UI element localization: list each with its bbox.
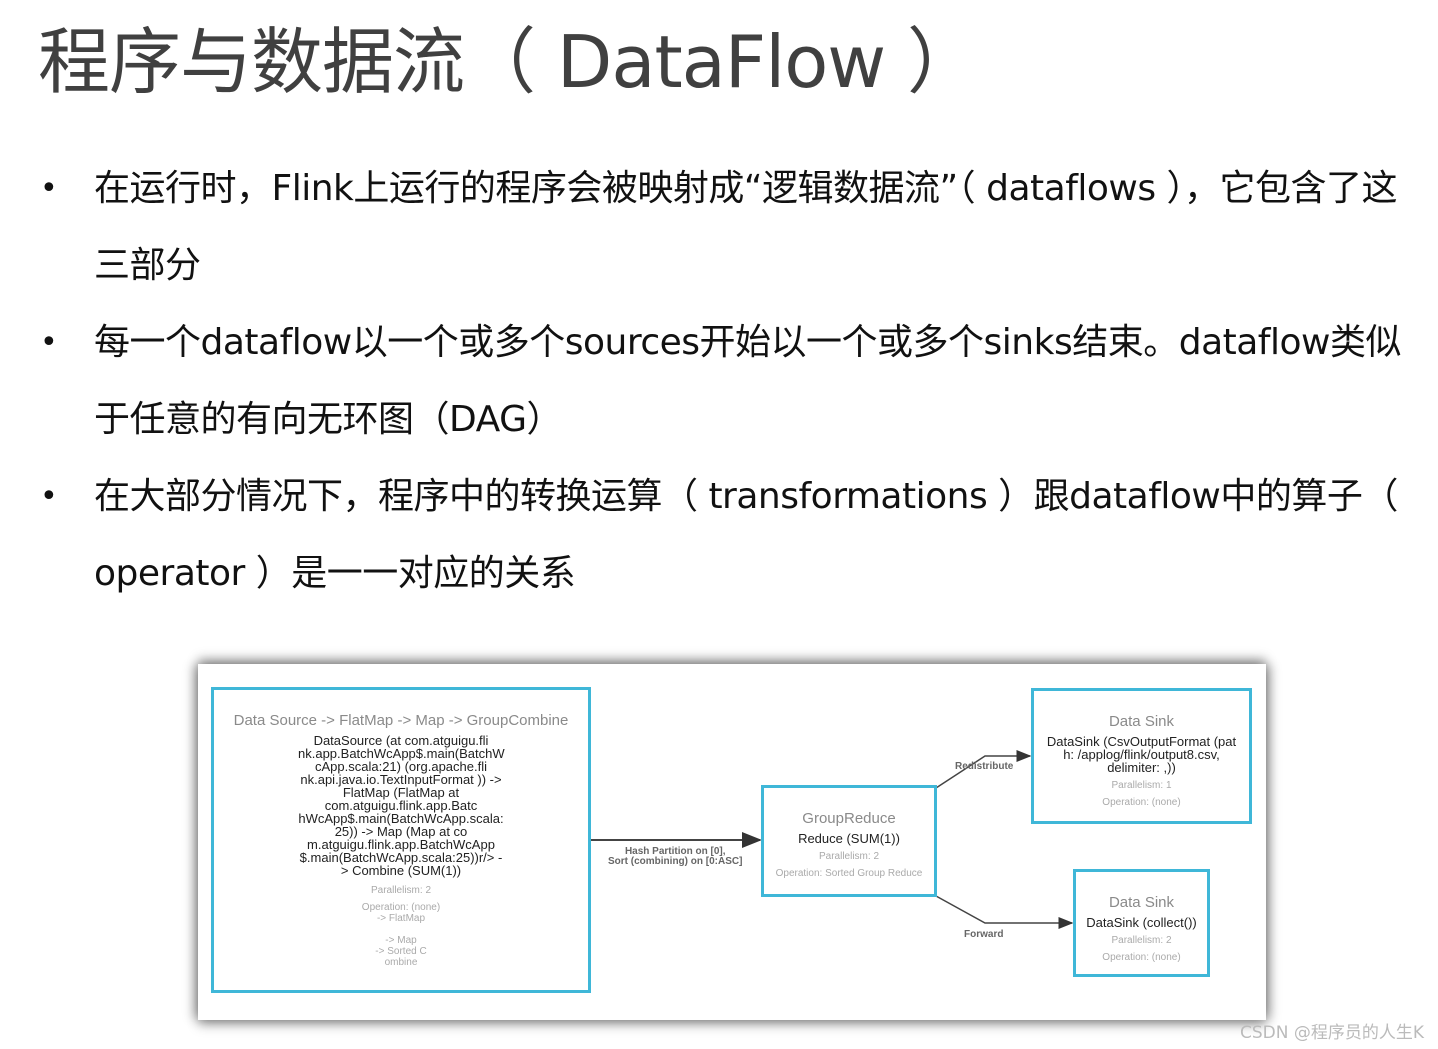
node-data-sink-csv[interactable]: Data Sink DataSink (CsvOutputFormat (pat… [1031,688,1252,824]
node-operation: Operation: (none) -> FlatMap -> Map -> S… [361,902,441,968]
bullet-item: • 在大部分情况下，程序中的转换运算（ transformations ）跟da… [38,458,1428,612]
csdn-watermark: CSDN @程序员的人生K [1239,1023,1424,1043]
bullet-dot-icon: • [40,325,58,360]
node-description: Reduce (SUM(1)) [798,831,900,846]
node-group-reduce[interactable]: GroupReduce Reduce (SUM(1)) Parallelism:… [761,785,937,897]
edge-layer [590,750,1074,929]
bullet-dot-icon: • [40,171,58,206]
node-data-source[interactable]: Data Source -> FlatMap -> Map -> GroupCo… [211,687,591,993]
edge-forward [935,895,1074,929]
bullet-dot-icon: • [40,479,58,514]
node-title: Data Sink [1108,894,1175,911]
node-operation: Operation: (none) [1102,952,1181,963]
bullet-text: 在运行时，Flink上运行的程序会被映射成“逻辑数据流”（ dataflows … [94,168,1398,286]
node-description: DataSource (at com.atguigu.fli nk.app.Ba… [298,733,505,878]
node-parallelism: Parallelism: 1 [1111,780,1172,791]
edge-label-line: Sort (combining) on [0:ASC] [608,856,743,867]
node-parallelism: Parallelism: 2 [1111,935,1172,946]
bullet-text: 每一个dataflow以一个或多个sources开始以一个或多个sinks结束。… [94,322,1401,440]
node-title: Data Source -> FlatMap -> Map -> GroupCo… [233,712,569,729]
node-parallelism: Parallelism: 2 [818,851,880,862]
edge-label-forward: Forward [964,929,1004,940]
edge-label-redistribute: Redistribute [955,761,1014,772]
bullet-item: • 每一个dataflow以一个或多个sources开始以一个或多个sinks结… [38,304,1428,458]
node-operation: Operation: Sorted Group Reduce [775,868,923,879]
bullet-item: • 在运行时，Flink上运行的程序会被映射成“逻辑数据流”（ dataflow… [38,150,1428,304]
edge-label-hash-partition: Hash Partition on [0], Sort (combining) … [608,847,742,867]
slide-title: 程序与数据流（ DataFlow ） [38,20,979,104]
node-title: GroupReduce [802,810,896,827]
node-description: DataSink (CsvOutputFormat (pat h: /applo… [1046,734,1237,775]
edge-label-line: Hash Partition on [0], [624,846,726,857]
dataflow-diagram: Data Source -> FlatMap -> Map -> GroupCo… [198,664,1266,1020]
node-description: DataSink (collect()) [1086,915,1197,930]
bullet-text: 在大部分情况下，程序中的转换运算（ transformations ）跟data… [94,476,1398,594]
node-title: Data Sink [1108,713,1175,730]
node-operation: Operation: (none) [1102,797,1181,808]
bullet-list: • 在运行时，Flink上运行的程序会被映射成“逻辑数据流”（ dataflow… [38,150,1428,612]
node-parallelism: Parallelism: 2 [370,885,432,896]
node-data-sink-collect[interactable]: Data Sink DataSink (collect()) Paralleli… [1073,869,1210,977]
edge-redistribute [935,750,1032,789]
